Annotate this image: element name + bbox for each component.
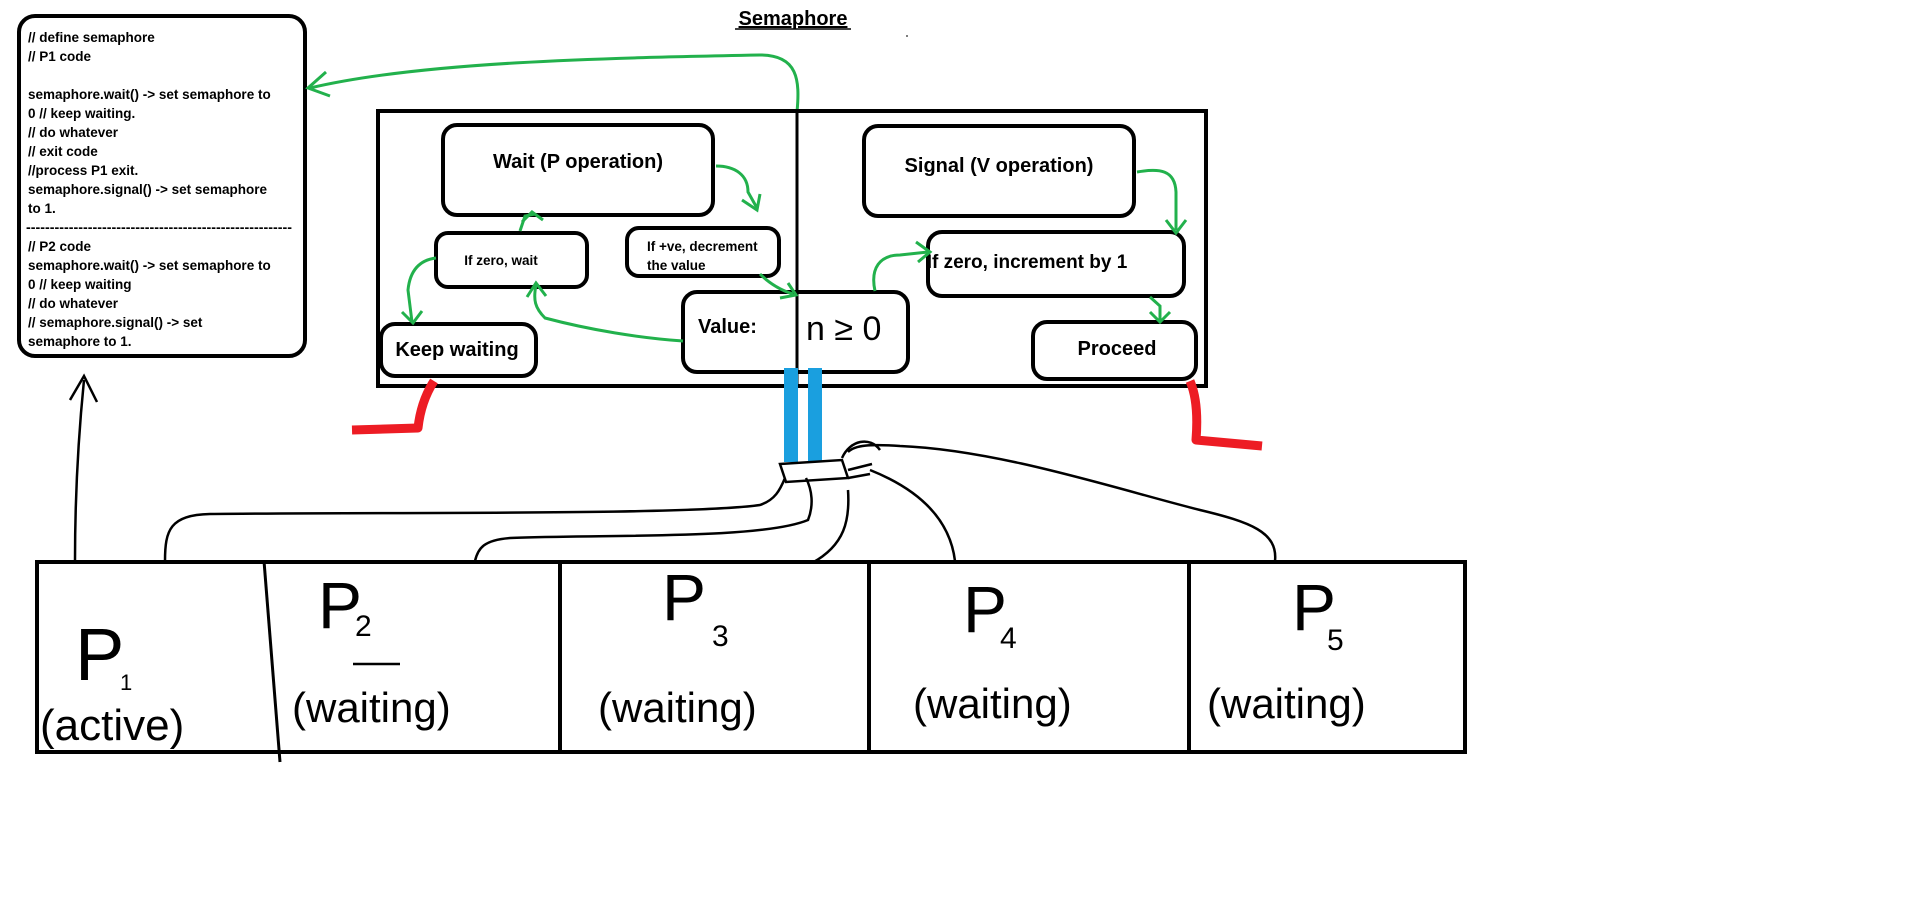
if-zero-increment-box bbox=[926, 230, 1186, 298]
junction-wire bbox=[847, 472, 871, 480]
wire-p3 bbox=[811, 489, 850, 565]
blue-connectors bbox=[784, 368, 822, 462]
process-subscript: 4 bbox=[1000, 622, 1017, 655]
stray-dot bbox=[906, 35, 908, 37]
proceed-box bbox=[1031, 320, 1198, 381]
arrow-ifzero-to-wait bbox=[518, 212, 536, 232]
process-cell-p2: P 2 (waiting) bbox=[292, 568, 451, 731]
process-subscript: 2 bbox=[355, 610, 372, 643]
process-name: P bbox=[1292, 570, 1336, 644]
code-line: // define semaphore bbox=[28, 30, 155, 45]
process-status: (waiting) bbox=[292, 684, 451, 731]
code-line: semaphore.wait() -> set semaphore to bbox=[28, 258, 271, 273]
process-status: (waiting) bbox=[598, 684, 757, 731]
process-subscript: 1 bbox=[120, 670, 132, 695]
process-table-frame bbox=[35, 560, 1467, 754]
arrow-head bbox=[1164, 219, 1188, 236]
process-cell-p1: P 1 (active) bbox=[40, 613, 184, 750]
arrow-head bbox=[400, 310, 424, 326]
keep-waiting-label: Keep waiting bbox=[395, 339, 518, 361]
arrow-head bbox=[520, 210, 544, 224]
arrow-head bbox=[525, 280, 548, 298]
diagram-title: Semaphore bbox=[739, 8, 848, 30]
wait-operation-box bbox=[441, 123, 715, 217]
code-line: // do whatever bbox=[28, 296, 119, 311]
code-divider: ----------------------------------------… bbox=[26, 220, 292, 235]
code-line: // P2 code bbox=[28, 239, 92, 254]
process-name: P bbox=[662, 560, 706, 634]
code-line: // exit code bbox=[28, 144, 98, 159]
process-status: (waiting) bbox=[1207, 680, 1366, 727]
code-lines: // define semaphore // P1 code semaphore… bbox=[26, 30, 292, 349]
if-positive-label: If +ve, decrement bbox=[647, 239, 758, 254]
value-label: Value: bbox=[698, 316, 757, 338]
arrow-value-to-increment bbox=[872, 250, 929, 292]
green-flow-arrows bbox=[400, 164, 1188, 343]
junction-wire bbox=[778, 458, 850, 484]
arrow-to-code-box bbox=[309, 53, 800, 113]
arrow-head bbox=[305, 70, 331, 98]
process-subscript: 5 bbox=[1327, 624, 1344, 657]
junction bbox=[778, 440, 882, 484]
code-line: // P1 code bbox=[28, 49, 92, 64]
red-markers bbox=[351, 378, 1263, 451]
code-line: semaphore.signal() -> set semaphore bbox=[28, 182, 267, 197]
junction-wire bbox=[840, 440, 882, 459]
process-status: (active) bbox=[40, 701, 184, 750]
process-status: (waiting) bbox=[913, 680, 1072, 727]
arrow-ifzero-to-keepwaiting bbox=[406, 256, 437, 323]
arrow-head bbox=[68, 373, 99, 403]
junction-wire bbox=[847, 462, 873, 472]
value-expression: n ≥ 0 bbox=[806, 310, 881, 348]
red-marker-left bbox=[351, 378, 438, 435]
process-wires bbox=[68, 373, 1277, 565]
process-name: P bbox=[318, 568, 362, 642]
process-cell-p4: P 4 (waiting) bbox=[913, 572, 1072, 727]
wire-p5 bbox=[847, 443, 1277, 562]
arrow-increment-to-proceed bbox=[1148, 295, 1162, 320]
if-zero-increment-label: If zero, increment by 1 bbox=[927, 252, 1128, 273]
wire-p4 bbox=[869, 468, 957, 562]
arrow-value-to-ifzero bbox=[533, 284, 684, 343]
code-line: // do whatever bbox=[28, 125, 119, 140]
code-box-frame bbox=[17, 14, 307, 358]
code-line: to 1. bbox=[28, 201, 56, 216]
arrow-wait-to-positive bbox=[715, 164, 759, 209]
process-name: P bbox=[75, 613, 124, 696]
signal-operation-label: Signal (V operation) bbox=[905, 155, 1094, 177]
proceed-label: Proceed bbox=[1078, 338, 1157, 360]
code-line: //process P1 exit. bbox=[28, 163, 138, 178]
code-line: semaphore.wait() -> set semaphore to bbox=[28, 87, 271, 102]
process-cell-p3: P 3 (waiting) bbox=[598, 560, 757, 731]
wire-p2 bbox=[473, 477, 813, 562]
code-line: 0 // keep waiting bbox=[28, 277, 132, 292]
wire-p1-up bbox=[73, 379, 86, 561]
arrow-head bbox=[741, 193, 762, 213]
process-cell-p5: P 5 (waiting) bbox=[1207, 570, 1366, 727]
arrow-positive-to-value bbox=[758, 272, 794, 296]
code-line: semaphore to 1. bbox=[28, 334, 132, 349]
if-zero-wait-label: If zero, wait bbox=[464, 253, 538, 268]
process-table: P 1 (active) P 2 (waiting) P 3 (waiting)… bbox=[35, 560, 1467, 763]
if-zero-wait-box bbox=[434, 231, 589, 289]
process-name: P bbox=[963, 572, 1007, 646]
arrow-head bbox=[1148, 310, 1172, 325]
keep-waiting-box bbox=[379, 322, 538, 378]
wait-operation-label: Wait (P operation) bbox=[493, 151, 663, 173]
code-line: 0 // keep waiting. bbox=[28, 106, 135, 121]
arrow-signal-to-increment bbox=[1136, 168, 1178, 230]
wire-p1 bbox=[163, 477, 787, 562]
arrow-head bbox=[779, 282, 799, 300]
arrow-head bbox=[915, 240, 933, 264]
process-subscript: 3 bbox=[712, 620, 729, 653]
code-line: // semaphore.signal() -> set bbox=[28, 315, 203, 330]
if-positive-box bbox=[625, 226, 781, 278]
signal-operation-box bbox=[862, 124, 1136, 218]
code-box: // define semaphore // P1 code semaphore… bbox=[17, 14, 307, 358]
if-positive-label-2: the value bbox=[647, 258, 706, 273]
cell-divider bbox=[262, 560, 282, 763]
red-marker-right bbox=[1185, 379, 1263, 451]
